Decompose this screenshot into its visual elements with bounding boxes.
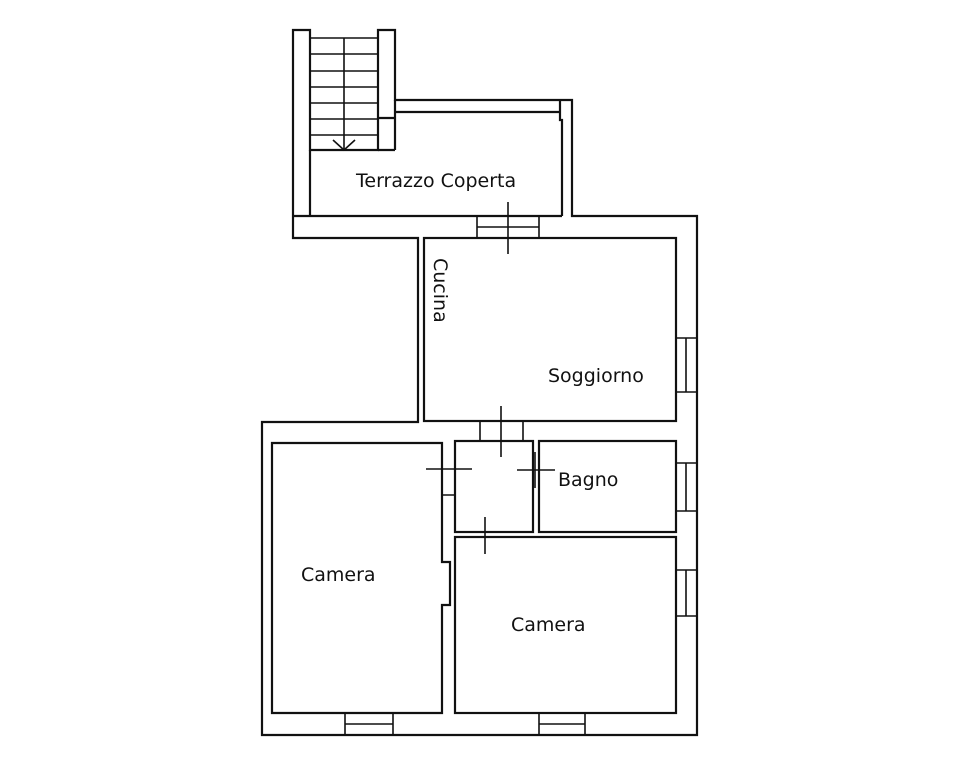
label-soggiorno: Soggiorno [548,365,644,387]
stair-arrow-icon [332,139,356,152]
doors [426,202,555,554]
walls [260,28,699,737]
stairs [310,37,378,152]
windows [344,216,698,735]
label-bagno: Bagno [558,469,618,491]
label-cucina: Cucina [429,258,451,323]
label-camera-right: Camera [511,614,586,636]
room-labels: Terrazzo Coperta Cucina Soggiorno Bagno … [301,170,644,636]
label-terrazzo-coperta: Terrazzo Coperta [355,170,516,192]
label-camera-left: Camera [301,564,376,586]
